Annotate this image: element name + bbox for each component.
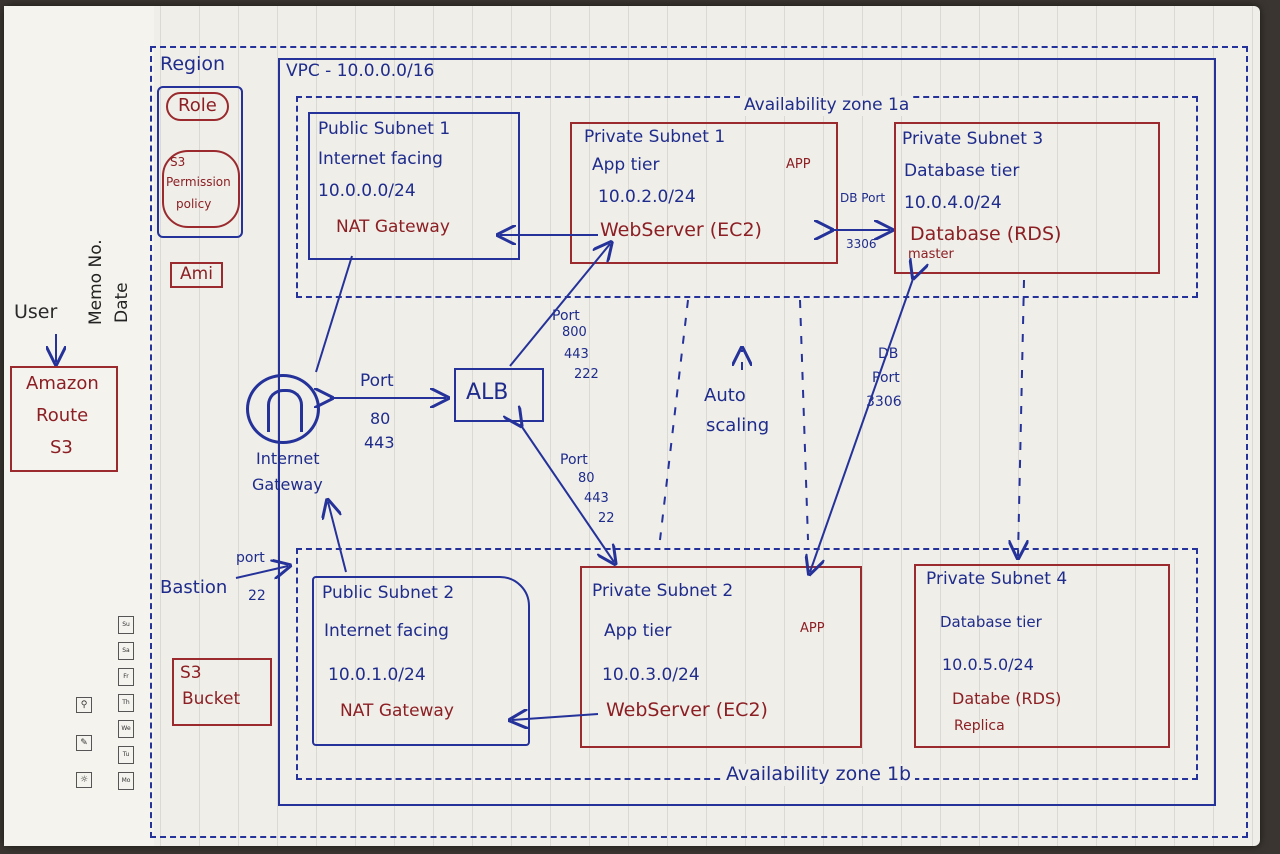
private4-title: Private Subnet 4	[926, 569, 1068, 589]
policy-line3: policy	[176, 197, 212, 211]
sun-icon: ☼	[76, 772, 92, 788]
private3-role: master	[908, 247, 954, 262]
weekday-su: Su	[118, 616, 134, 634]
az-1b-label: Availability zone 1b	[722, 763, 916, 786]
public1-title: Public Subnet 1	[318, 119, 451, 139]
igw-line2: Gateway	[252, 475, 323, 494]
user-label: User	[14, 301, 58, 323]
private4-database: Databe (RDS)	[952, 689, 1062, 708]
s3-bucket-line1: S3	[180, 663, 202, 683]
notebook-page	[4, 6, 1260, 846]
policy-line1: S3	[170, 155, 186, 169]
bastion-port-number: 22	[248, 588, 266, 604]
private1-webserver: WebServer (EC2)	[600, 219, 762, 241]
alb-p2-port-80: 80	[578, 471, 595, 486]
weekday-sa: Sa	[118, 642, 134, 660]
iam-box	[157, 86, 243, 238]
bastion-label: Bastion	[160, 577, 228, 598]
private-subnet-1: Private Subnet 1 App tier APP 10.0.2.0/2…	[570, 122, 838, 264]
alb-p2-port-22: 22	[598, 511, 615, 526]
region-label: Region	[160, 53, 226, 75]
db-link-port-label: DB Port	[840, 191, 886, 205]
memo-label: Memo No.	[86, 239, 106, 325]
bastion-port-label: port	[236, 550, 265, 566]
policy-line2: Permission	[166, 175, 231, 189]
private3-title: Private Subnet 3	[902, 129, 1044, 149]
alb-p2-port-443: 443	[584, 491, 609, 506]
db-port-db: DB	[878, 346, 899, 362]
igw-line1: Internet	[256, 449, 320, 468]
private4-cidr: 10.0.5.0/24	[942, 655, 1034, 674]
db-port-label: Port	[872, 370, 900, 386]
private-subnet-4: Private Subnet 4 Database tier 10.0.5.0/…	[914, 564, 1170, 748]
private-subnet-2: Private Subnet 2 App tier APP 10.0.3.0/2…	[580, 566, 862, 748]
public1-cidr: 10.0.0.0/24	[318, 181, 416, 201]
public2-title: Public Subnet 2	[322, 583, 455, 603]
weekday-fr: Fr	[118, 668, 134, 686]
db-port-3306: 3306	[866, 394, 902, 410]
private1-title: Private Subnet 1	[584, 127, 726, 147]
private4-tier: Database tier	[940, 613, 1042, 631]
alb-p1-port-800: 800	[562, 325, 587, 340]
private4-role: Replica	[954, 718, 1005, 734]
weekday-we: We	[118, 720, 134, 738]
route53-line2: Route	[36, 405, 89, 426]
region-boundary	[150, 46, 1248, 838]
route53-line1: Amazon	[26, 373, 99, 394]
search-icon: ⚲	[76, 697, 92, 713]
s3-bucket-box: S3 Bucket	[172, 658, 272, 726]
public-subnet-2: Public Subnet 2 Internet facing 10.0.1.0…	[312, 576, 530, 746]
weekday-th: Th	[118, 694, 134, 712]
route53-line3: S3	[50, 437, 73, 458]
private3-database: Database (RDS)	[910, 223, 1062, 245]
private1-app-tag: APP	[786, 157, 811, 172]
alb-p2-port-label: Port	[560, 452, 588, 468]
page-margin	[4, 6, 154, 846]
autoscaling-line2: scaling	[706, 415, 770, 436]
alb-box: ALB	[454, 368, 544, 422]
alb-p1-port-443: 443	[564, 347, 589, 362]
igw-alb-port-80: 80	[370, 409, 391, 428]
private2-title: Private Subnet 2	[592, 581, 734, 601]
private2-app-tag: APP	[800, 621, 825, 636]
autoscaling-line1: Auto	[704, 385, 746, 406]
private2-webserver: WebServer (EC2)	[606, 699, 768, 721]
weekday-tu: Tu	[118, 746, 134, 764]
internet-gateway-icon	[246, 374, 320, 444]
weekday-mo: Mo	[118, 772, 134, 790]
private3-tier: Database tier	[904, 161, 1020, 181]
public2-nat: NAT Gateway	[340, 701, 454, 721]
public2-cidr: 10.0.1.0/24	[328, 665, 426, 685]
alb-label: ALB	[466, 380, 509, 405]
az-1a-label: Availability zone 1a	[740, 95, 914, 116]
public2-type: Internet facing	[324, 621, 449, 641]
igw-alb-port-label: Port	[360, 371, 394, 391]
vpc-label: VPC - 10.0.0.0/16	[286, 61, 435, 81]
igw-alb-port-443: 443	[364, 433, 395, 452]
date-label: Date	[112, 282, 132, 323]
pencil-icon: ✎	[76, 735, 92, 751]
private2-cidr: 10.0.3.0/24	[602, 665, 700, 685]
alb-p1-port-222: 222	[574, 367, 599, 382]
alb-p1-port-label: Port	[552, 308, 580, 324]
public1-type: Internet facing	[318, 149, 443, 169]
private1-cidr: 10.0.2.0/24	[598, 187, 696, 207]
private2-tier: App tier	[604, 621, 672, 641]
s3-bucket-line2: Bucket	[182, 689, 241, 709]
public-subnet-1: Public Subnet 1 Internet facing 10.0.0.0…	[308, 112, 520, 260]
role-label: Role	[166, 92, 229, 121]
policy-bubble: S3 Permission policy	[162, 150, 240, 228]
route53-box: Amazon Route S3	[10, 366, 118, 472]
public1-nat: NAT Gateway	[336, 217, 450, 237]
private1-tier: App tier	[592, 155, 660, 175]
private3-cidr: 10.0.4.0/24	[904, 193, 1002, 213]
db-link-port-number: 3306	[846, 237, 877, 251]
private-subnet-3: Private Subnet 3 Database tier 10.0.4.0/…	[894, 122, 1160, 274]
ami-label: Ami	[170, 262, 223, 288]
